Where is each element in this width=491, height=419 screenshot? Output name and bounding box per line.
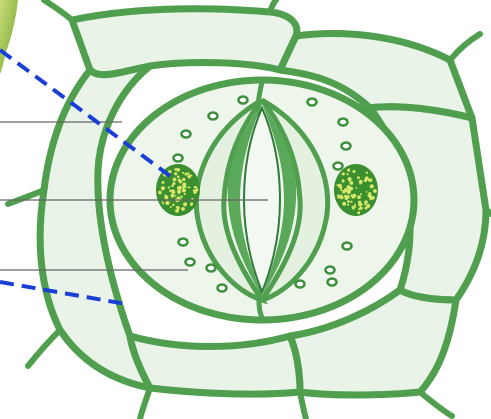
nucleus-speckle xyxy=(369,178,371,180)
nucleus-speckle xyxy=(355,187,357,189)
nucleus-speckle xyxy=(172,191,175,194)
nucleus-speckle xyxy=(350,194,352,196)
nucleus-speckle xyxy=(359,206,362,209)
nucleus-speckle xyxy=(190,202,193,205)
chloroplast xyxy=(296,281,305,288)
chloroplast xyxy=(218,285,227,292)
chloroplast xyxy=(174,155,183,162)
nucleus-speckle xyxy=(357,195,361,199)
nucleus-speckle xyxy=(358,203,362,207)
nucleus-speckle xyxy=(162,181,165,184)
nucleus-speckle xyxy=(172,204,174,206)
nucleus-speckle xyxy=(170,206,172,208)
nucleus-speckle xyxy=(368,193,372,197)
chloroplast xyxy=(186,259,195,266)
nucleus-speckle xyxy=(177,190,181,194)
nucleus-right xyxy=(334,164,378,216)
chloroplast xyxy=(179,239,188,246)
epidermal-cell-top xyxy=(72,9,297,75)
nucleus-speckle xyxy=(164,194,166,196)
nucleus-speckle xyxy=(190,174,192,176)
chloroplast xyxy=(207,265,216,272)
nucleus-speckle xyxy=(161,186,165,190)
nucleus-speckle xyxy=(187,172,189,174)
nucleus-speckle xyxy=(342,179,345,182)
nucleus-speckle xyxy=(179,180,183,184)
nucleus-speckle xyxy=(360,193,362,195)
nucleus-speckle xyxy=(174,168,177,171)
nucleus-speckle xyxy=(357,176,360,179)
nucleus-speckle xyxy=(354,204,356,206)
nucleus-speckle xyxy=(177,175,180,178)
nucleus-speckle xyxy=(373,189,377,193)
nucleus-speckle xyxy=(342,190,346,194)
chloroplast xyxy=(343,243,352,250)
nucleus-speckle xyxy=(359,180,363,184)
nucleus-speckle xyxy=(366,204,370,208)
chloroplast xyxy=(342,143,351,150)
nucleus-speckle xyxy=(349,181,353,185)
nucleus-speckle xyxy=(340,189,342,191)
chloroplast xyxy=(334,163,343,170)
nucleus-speckle xyxy=(193,191,196,194)
epidermal-cell-bottom xyxy=(130,336,300,394)
nucleus-speckle xyxy=(352,194,356,198)
nucleus-speckle xyxy=(171,194,175,198)
nucleus-speckle xyxy=(182,188,186,192)
nucleus-speckle xyxy=(371,196,375,200)
nucleus-speckle xyxy=(364,200,368,204)
chloroplast xyxy=(209,113,218,120)
nucleus-speckle xyxy=(342,172,345,175)
chloroplast xyxy=(339,119,348,126)
nucleus-speckle xyxy=(187,186,189,188)
nucleus-speckle xyxy=(352,170,355,173)
nucleus-speckle xyxy=(162,202,164,204)
nucleus-speckle xyxy=(342,202,346,206)
nucleus-speckle xyxy=(165,201,169,205)
nucleus-speckle xyxy=(169,190,171,192)
nucleus-speckle xyxy=(195,186,197,188)
nucleus-speckle xyxy=(350,201,352,203)
nucleus-speckle xyxy=(175,195,177,197)
nucleus-speckle xyxy=(346,173,348,175)
nucleus-speckle xyxy=(348,177,352,181)
nucleus-speckle xyxy=(347,200,350,203)
nucleus-speckle xyxy=(337,194,339,196)
nucleus-speckle xyxy=(174,172,177,175)
nucleus-speckle xyxy=(184,193,186,195)
nucleus-speckle xyxy=(171,184,174,187)
nucleus-speckle xyxy=(345,197,348,200)
nucleus-speckle xyxy=(182,186,184,188)
nucleus-speckle xyxy=(338,185,341,188)
nucleus-speckle xyxy=(366,172,368,174)
nucleus-speckle xyxy=(357,211,360,214)
nucleus-speckle xyxy=(347,186,351,190)
nucleus-speckle xyxy=(347,169,350,172)
nucleus-speckle xyxy=(181,207,185,211)
leaf-photo-fragment xyxy=(0,0,18,74)
chloroplast xyxy=(308,99,317,106)
chloroplast xyxy=(239,97,248,104)
nucleus-speckle xyxy=(182,183,186,187)
chloroplast xyxy=(328,279,337,286)
nucleus-speckle xyxy=(177,206,180,209)
chloroplast xyxy=(326,267,335,274)
nucleus-speckle xyxy=(168,186,170,188)
nucleus-speckle xyxy=(180,196,182,198)
nucleus-speckle xyxy=(182,172,184,174)
nucleus-speckle xyxy=(353,205,356,208)
nucleus-speckle xyxy=(184,173,187,176)
nucleus-speckle xyxy=(158,191,162,195)
nucleus-speckle xyxy=(347,190,351,194)
chloroplast xyxy=(182,131,191,138)
nucleus-speckle xyxy=(347,204,349,206)
nucleus-speckle xyxy=(366,191,368,193)
nucleus-speckle xyxy=(182,178,185,181)
nucleus-speckle xyxy=(366,179,368,181)
nucleus-speckle xyxy=(370,184,374,188)
nucleus-speckle xyxy=(183,202,187,206)
nucleus-speckle xyxy=(173,178,175,180)
